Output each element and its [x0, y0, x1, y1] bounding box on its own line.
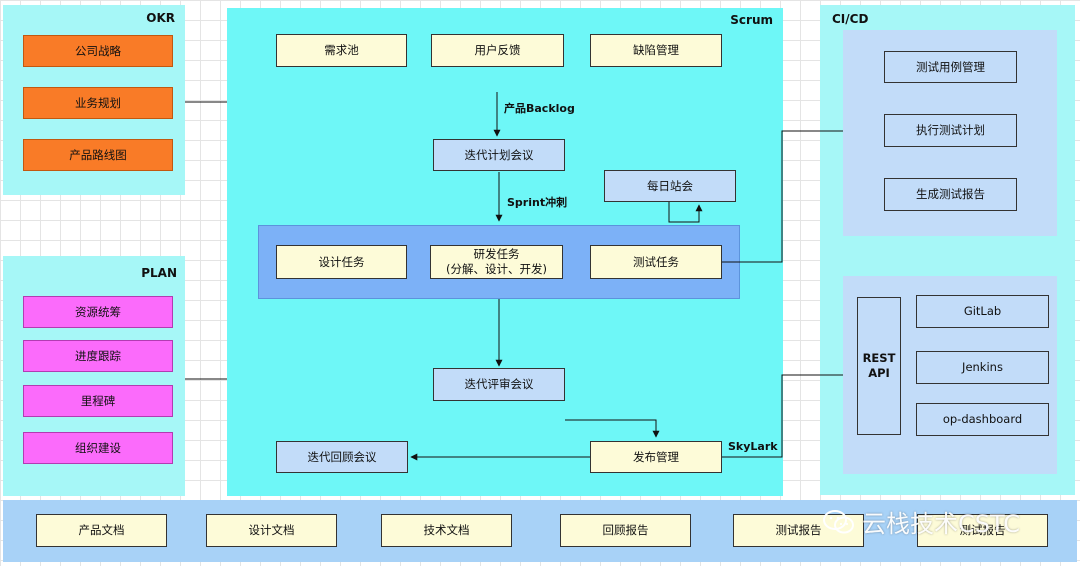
test-task-box[interactable]: 测试任务	[590, 245, 722, 279]
design-task-box[interactable]: 设计任务	[276, 245, 407, 279]
standup-loop-arrow	[668, 202, 703, 223]
sprint-label: Sprint冲刺	[507, 196, 568, 209]
backlog-label: 产品Backlog	[504, 102, 575, 115]
sprint-review-box[interactable]: 迭代评审会议	[433, 368, 565, 401]
okr-item-business-plan[interactable]: 业务规划	[23, 87, 173, 119]
jenkins-box[interactable]: Jenkins	[916, 351, 1049, 384]
doc-test-report-1[interactable]: 测试报告	[733, 514, 864, 547]
gitlab-box[interactable]: GitLab	[916, 295, 1049, 328]
release-management-box[interactable]: 发布管理	[590, 441, 722, 473]
defect-management-box[interactable]: 缺陷管理	[590, 34, 722, 67]
watermark: 云栈技术CSTC	[822, 504, 1020, 539]
plan-item-resources[interactable]: 资源统筹	[23, 296, 173, 328]
plan-item-milestone[interactable]: 里程碑	[23, 385, 173, 417]
rest-api-box[interactable]: REST API	[857, 297, 901, 435]
user-feedback-box[interactable]: 用户反馈	[431, 34, 564, 67]
dev-task-title: 研发任务	[473, 247, 520, 262]
doc-design[interactable]: 设计文档	[206, 514, 337, 547]
execute-test-plan-box[interactable]: 执行测试计划	[884, 114, 1017, 147]
skylark-label: SkyLark	[728, 440, 778, 453]
release-arrow	[565, 419, 660, 438]
daily-standup-box[interactable]: 每日站会	[604, 170, 736, 202]
okr-item-roadmap[interactable]: 产品路线图	[23, 139, 173, 171]
requirement-pool-box[interactable]: 需求池	[276, 34, 407, 67]
watermark-text: 云栈技术CSTC	[862, 510, 1021, 538]
test-cicd-link	[722, 130, 843, 263]
docs-panel	[3, 500, 1077, 562]
wechat-icon	[823, 509, 854, 533]
plan-title: PLAN	[141, 266, 177, 280]
retrospective-box[interactable]: 迭代回顾会议	[276, 441, 408, 473]
okr-item-strategy[interactable]: 公司战略	[23, 35, 173, 67]
op-dashboard-box[interactable]: op-dashboard	[916, 403, 1049, 436]
doc-tech[interactable]: 技术文档	[381, 514, 512, 547]
okr-title: OKR	[146, 11, 175, 25]
dev-task-box[interactable]: 研发任务 (分解、设计、开发)	[430, 245, 563, 279]
sprint-planning-box[interactable]: 迭代计划会议	[433, 139, 565, 171]
doc-product[interactable]: 产品文档	[36, 514, 167, 547]
scrum-title: Scrum	[730, 13, 773, 27]
plan-item-org[interactable]: 组织建设	[23, 432, 173, 464]
release-cicd-link	[722, 374, 843, 458]
cicd-title: CI/CD	[832, 12, 869, 26]
test-report-gen-box[interactable]: 生成测试报告	[884, 178, 1017, 211]
plan-item-progress[interactable]: 进度跟踪	[23, 340, 173, 372]
dev-task-subtitle: (分解、设计、开发)	[446, 262, 547, 276]
doc-retro-report[interactable]: 回顾报告	[560, 514, 691, 547]
test-case-management-box[interactable]: 测试用例管理	[884, 51, 1017, 83]
doc-test-report-2[interactable]: 测试报告	[917, 514, 1048, 547]
